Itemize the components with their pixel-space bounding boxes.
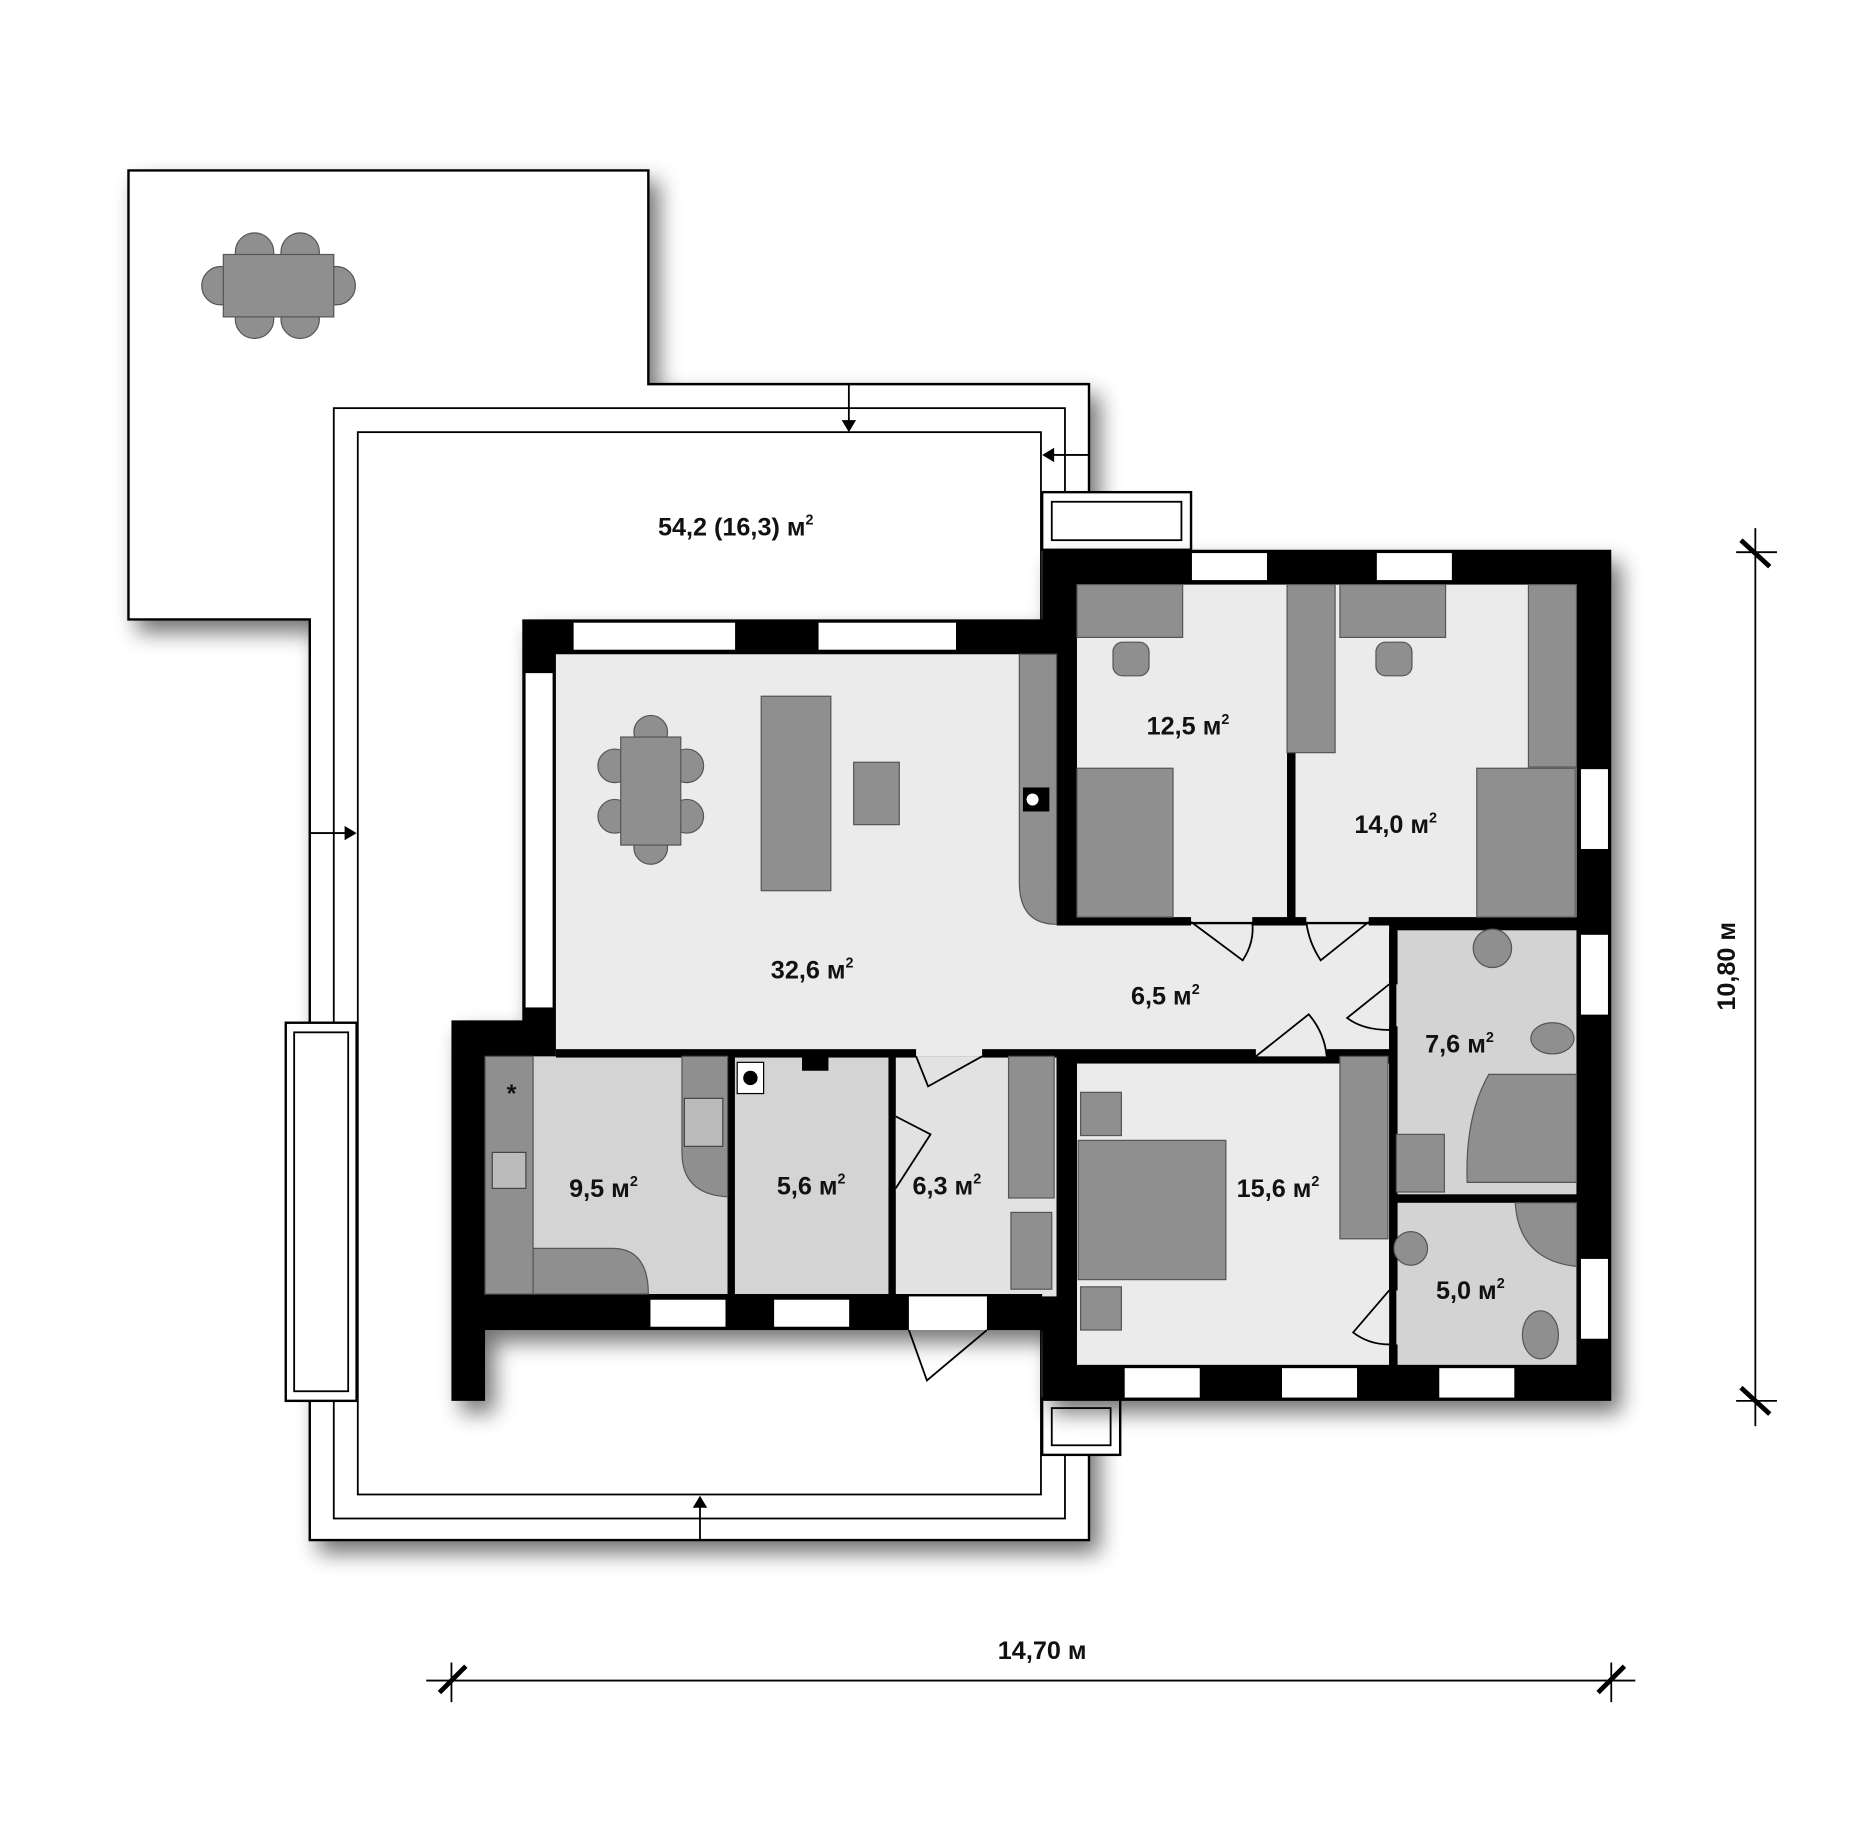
area-label-terrace: 54,2 (16,3) м2	[658, 513, 814, 542]
chair	[1375, 641, 1413, 677]
arrow-icon	[309, 825, 357, 841]
partition-wall	[1056, 917, 1192, 926]
partition-wall	[1389, 1026, 1398, 1291]
sink	[1472, 928, 1513, 969]
desk	[1076, 583, 1184, 639]
partition-wall	[1389, 1344, 1398, 1369]
partition-wall	[1368, 917, 1579, 926]
bed	[1076, 767, 1174, 918]
planter-box	[1040, 490, 1193, 551]
arrow-icon	[1042, 447, 1089, 463]
chair	[1112, 641, 1150, 677]
partition-wall	[1389, 930, 1398, 985]
arrow-icon	[692, 1495, 708, 1541]
windows	[523, 551, 1610, 1400]
kitchen-counter	[532, 1247, 649, 1295]
area-label-bedroom-2: 14,0 м2	[1354, 810, 1437, 839]
planter-box	[1040, 1397, 1122, 1457]
area-label-master-bedroom: 15,6 м2	[1237, 1174, 1320, 1203]
partition-wall	[555, 1049, 917, 1058]
partition-wall	[982, 1049, 1256, 1058]
partition-wall	[1056, 1056, 1077, 1331]
bathtub	[1466, 1073, 1578, 1183]
nightstand	[1079, 1286, 1123, 1331]
partition-wall	[1326, 1049, 1393, 1058]
entrance-opening	[908, 1296, 987, 1331]
partition-wall	[888, 1056, 896, 1117]
toilet	[1521, 1310, 1560, 1360]
double-bed	[1077, 1139, 1227, 1281]
nightstand	[1079, 1091, 1123, 1137]
depth-dimension: 10,80 м	[1713, 528, 1777, 1427]
depth-dimension-label: 10,80 м	[1713, 922, 1741, 1011]
stove	[683, 1097, 724, 1147]
asterisk-icon: *	[507, 1080, 517, 1108]
wardrobe	[1286, 583, 1336, 754]
furniture	[484, 583, 1578, 1360]
area-label-utility-room: 5,6 м2	[777, 1172, 846, 1201]
arrow-icon	[841, 384, 857, 433]
desk	[1339, 583, 1447, 639]
bed	[1476, 767, 1576, 918]
doors	[894, 921, 1390, 1382]
dining-table	[620, 736, 682, 846]
washing-machine	[1395, 1133, 1445, 1193]
wardrobe	[1527, 583, 1578, 768]
width-dimension: 14,70 м	[426, 1637, 1636, 1703]
outdoor-dining-table	[201, 232, 356, 340]
toilet	[1530, 1022, 1575, 1055]
area-label-kitchen: 9,5 м2	[569, 1174, 638, 1203]
sink	[491, 1151, 527, 1189]
utility-room-floor	[734, 1056, 889, 1297]
area-label-bathroom: 7,6 м2	[1425, 1030, 1494, 1059]
wardrobe	[1007, 1055, 1055, 1199]
partition-wall	[888, 1188, 896, 1297]
shoe-cabinet	[1010, 1211, 1053, 1290]
wardrobe	[1339, 1055, 1389, 1240]
sofa	[760, 695, 832, 892]
area-label-entrance-hall: 6,3 м2	[912, 1172, 981, 1201]
shower	[1514, 1202, 1578, 1268]
area-label-toilet: 5,0 м2	[1436, 1276, 1505, 1305]
area-label-living-room: 32,6 м2	[771, 956, 854, 985]
partition-wall	[1392, 1194, 1579, 1203]
width-dimension-label: 14,70 м	[998, 1637, 1087, 1665]
partition-wall	[1252, 917, 1307, 926]
room-labels: 54,2 (16,3) м2 32,6 м2 6,5 м2 12,5 м2 14…	[569, 513, 1505, 1305]
coffee-table	[853, 761, 900, 826]
area-label-hallway: 6,5 м2	[1131, 982, 1200, 1011]
sink	[1393, 1231, 1429, 1266]
partition-wall	[727, 1056, 735, 1297]
planter-box	[284, 1021, 358, 1403]
area-label-bedroom-1: 12,5 м2	[1147, 712, 1230, 741]
